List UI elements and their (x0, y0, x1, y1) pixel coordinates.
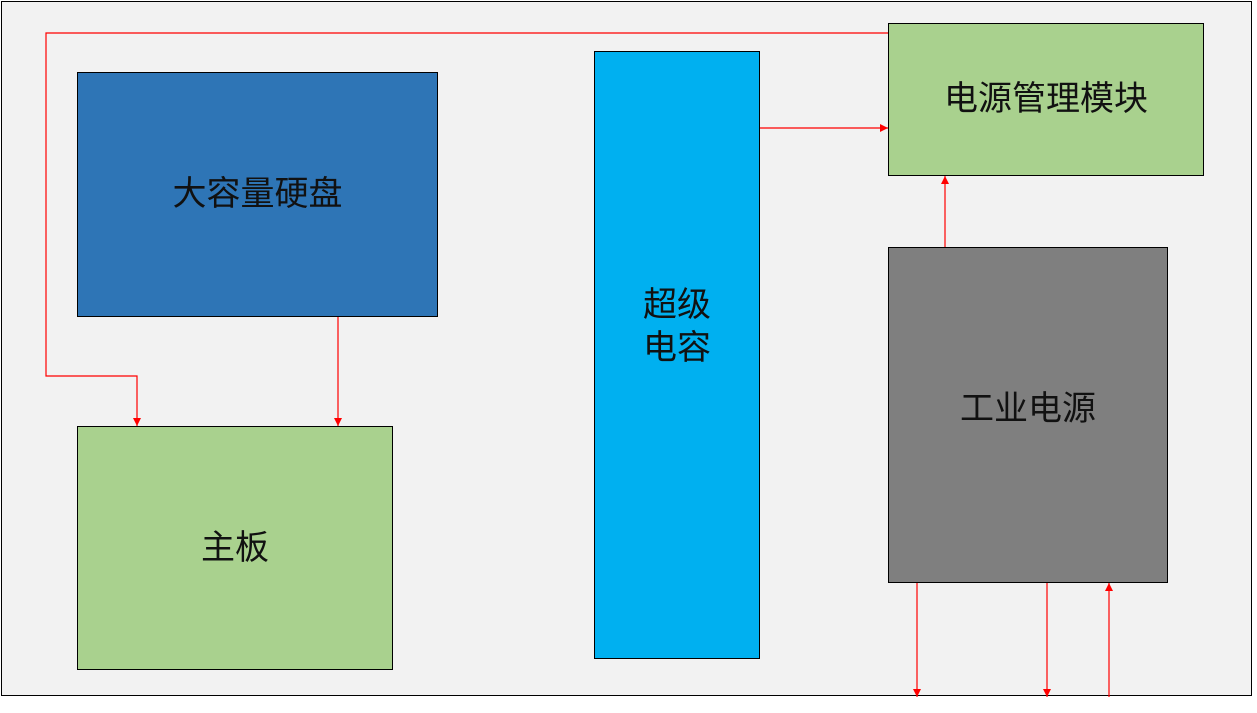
power-management-label: 电源管理模块 (944, 79, 1148, 120)
arrow-power-mgmt-to-motherboard (45, 32, 888, 426)
power-management-block: 电源管理模块 (888, 23, 1204, 176)
industrial-power-label: 工业电源 (960, 389, 1096, 429)
hard-disk-block: 大容量硬盘 (77, 72, 438, 317)
motherboard-label: 主板 (201, 527, 269, 568)
hard-disk-label: 大容量硬盘 (172, 174, 343, 215)
supercapacitor-block: 超级 电容 (594, 51, 760, 659)
industrial-power-block: 工业电源 (888, 247, 1168, 583)
supercapacitor-label: 超级 电容 (643, 285, 711, 368)
motherboard-block: 主板 (77, 426, 393, 670)
